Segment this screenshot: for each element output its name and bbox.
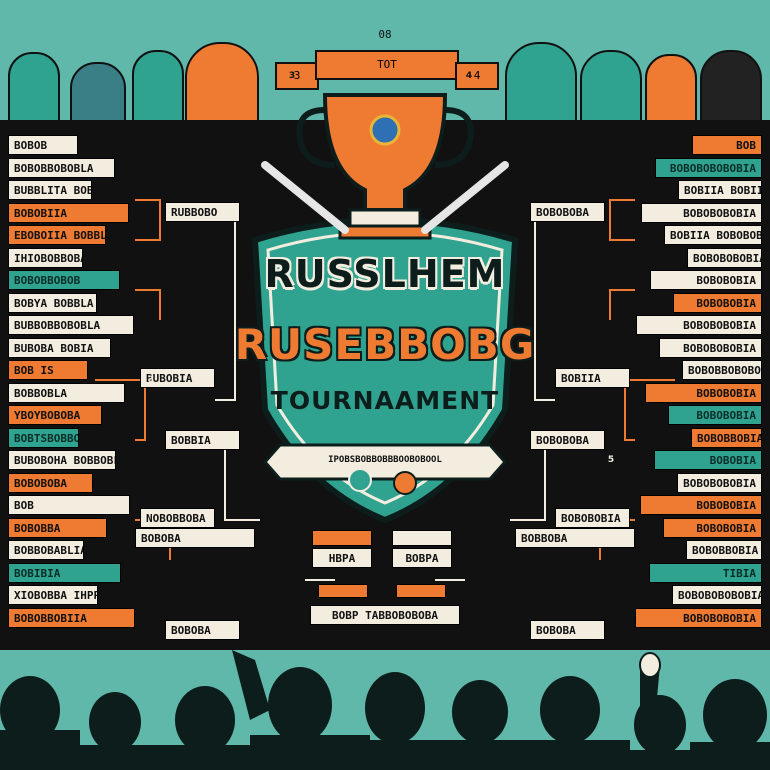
fan <box>580 50 642 124</box>
right-team-slot[interactable]: BOBIIA BOBIIA <box>678 180 762 200</box>
right-team-slot[interactable]: BOBOBOBIA <box>650 270 762 290</box>
right-inner-box[interactable]: BOBBOBA <box>515 528 635 548</box>
center-mini-b <box>392 530 452 546</box>
right-team-slot[interactable]: BOBOBOBOBIA <box>641 202 762 223</box>
top-crowd <box>0 0 770 124</box>
right-team-slot[interactable]: BOBOBBOBIA <box>691 427 762 448</box>
score-marker: 3 <box>616 375 624 385</box>
ribbon-text: IPOBSBOBBOBBBOOBOBOOL <box>328 455 442 465</box>
left-team-slot[interactable]: IHIOBOBBOBA <box>8 247 83 268</box>
left-team-slot[interactable]: BOBOBBOBOBLA <box>8 157 115 178</box>
left-team-slot[interactable]: BOBBOBLA <box>8 382 125 403</box>
left-team-slot[interactable]: BUBOBA BOBIA <box>8 337 111 358</box>
right-team-slot[interactable]: BOBOBBOBIA <box>686 540 762 560</box>
left-team-slot[interactable]: BOBOBBOBOB <box>8 270 120 290</box>
right-round2-slot[interactable]: BOBIIA <box>555 368 630 388</box>
score-marker: 4 <box>465 71 473 81</box>
left-team-slot[interactable]: BOBBOBABLIA <box>8 540 84 560</box>
score-marker: 3 <box>147 375 155 385</box>
title-line-3: TOURNAAMENT <box>270 386 500 415</box>
right-team-slot[interactable]: BOBOBOBIA <box>668 405 762 425</box>
right-round2-slot[interactable]: BOBOBA <box>530 620 605 640</box>
left-team-slot[interactable]: XIOBOBBA IHPPOBOBA <box>8 585 98 605</box>
right-team-slot[interactable]: BOBOBOBOBIA <box>659 337 762 358</box>
fan <box>700 50 762 124</box>
left-team-slot[interactable]: BUBBOBBOBOBLA <box>8 315 134 335</box>
center-mini-a <box>312 530 372 546</box>
banner-left-text: 3 <box>293 69 301 82</box>
right-team-slot[interactable]: BOBOBOBIA <box>673 292 762 313</box>
title-line-1: RUSSLHEM <box>264 252 506 296</box>
center-mini-d <box>396 584 446 598</box>
center-box-b[interactable]: BOBPA <box>392 548 452 568</box>
left-team-slot[interactable]: BOBOB <box>8 135 78 155</box>
final-box[interactable]: BOBP TABBOBOBOBA <box>310 605 460 625</box>
right-team-slot[interactable]: BOBOBOBOBOBIA <box>655 157 762 178</box>
banner-center-text: TOT <box>377 58 397 71</box>
top-label: 08 <box>378 28 392 41</box>
fan <box>8 52 60 124</box>
left-team-slot[interactable]: BOB <box>8 495 130 515</box>
score-marker: 5 <box>607 455 615 465</box>
right-team-slot[interactable]: BOB <box>692 135 762 155</box>
fan <box>185 42 259 124</box>
left-inner-box[interactable]: BOBOBA <box>135 528 255 548</box>
center-mini-c <box>318 584 368 598</box>
left-round2-slot[interactable]: NOBOBBOBA <box>140 508 215 528</box>
left-team-slot[interactable]: BOBYA BOBBLA <box>8 292 97 313</box>
left-team-slot[interactable]: BOBIBIA <box>8 562 121 583</box>
right-round2-slot[interactable]: BOBOBOBIA <box>555 508 630 528</box>
crowd-silhouettes <box>0 650 770 770</box>
title-line-2: RUSEBBOBG <box>234 320 536 369</box>
center-box-a[interactable]: HBPA <box>312 548 372 568</box>
right-team-slot[interactable]: BOBOBOBOBOBIA <box>672 585 762 605</box>
right-team-slot[interactable]: BOBOBOBOBIA <box>677 472 762 493</box>
right-team-slot[interactable]: TIBIA <box>649 562 762 583</box>
left-team-slot[interactable]: BOBOBIIA <box>8 202 129 223</box>
banner-right: 4 <box>455 62 499 90</box>
right-team-slot[interactable]: BOBOBOBOBIA <box>635 607 762 628</box>
left-team-slot[interactable]: BOBOBOBA <box>8 472 93 493</box>
left-round2-slot[interactable]: RUBBOBO <box>165 202 240 222</box>
banner-center: TOT <box>315 50 459 80</box>
score-marker: 3 <box>288 71 296 81</box>
left-team-slot[interactable]: BOB IS <box>8 360 88 380</box>
left-round2-slot[interactable]: BOBBIA <box>165 430 240 450</box>
right-round2-slot[interactable]: BOBOBOBA <box>530 202 605 222</box>
banner-right-text: 4 <box>473 69 481 82</box>
left-team-slot[interactable]: BUBOBOHA BOBBOBLA <box>8 450 116 470</box>
fan <box>132 50 184 124</box>
right-team-slot[interactable]: BOBOBBOBOBOBIA <box>682 360 762 380</box>
right-team-slot[interactable]: BOBOBOBIA <box>640 495 762 515</box>
fan <box>645 54 697 124</box>
right-team-slot[interactable]: BOBIIA BOBOBOBIA <box>664 225 762 245</box>
right-team-slot[interactable]: BOBOBOBOBIA <box>636 315 762 335</box>
right-team-slot[interactable]: BOBOBOBOBIA <box>687 247 762 268</box>
left-round2-slot[interactable]: BOBOBA <box>165 620 240 640</box>
right-team-slot[interactable]: BOBOBIA <box>654 450 762 470</box>
left-team-slot[interactable]: EBOBOIIA BOBBLA <box>8 225 106 245</box>
right-team-slot[interactable]: BOBOBOBIA <box>645 382 762 403</box>
left-team-slot[interactable]: BOBOBBOBIIA <box>8 607 135 628</box>
left-team-slot[interactable]: YBOYBOBOBA <box>8 405 102 425</box>
left-team-slot[interactable]: BOBTSBOBBOBIA <box>8 427 79 448</box>
right-team-slot[interactable]: BOBOBOBIA <box>663 517 762 538</box>
left-team-slot[interactable]: BUBBLITA BOBBLA <box>8 180 92 200</box>
left-round2-slot[interactable]: BUBOBIA <box>140 368 215 388</box>
left-team-slot[interactable]: BOBOBBA <box>8 517 107 538</box>
right-round2-slot[interactable]: BOBOBOBA <box>530 430 605 450</box>
